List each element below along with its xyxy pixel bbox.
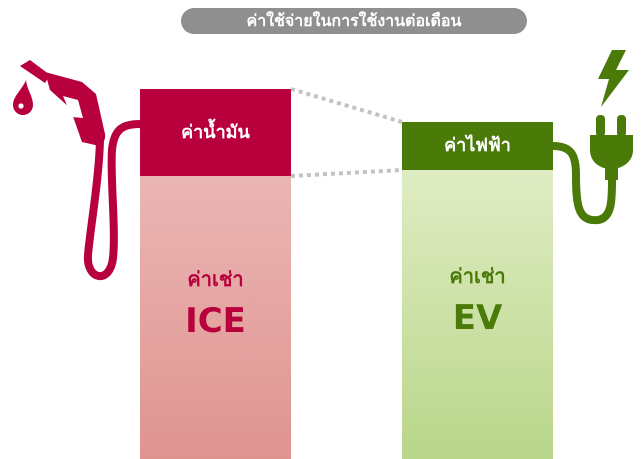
fuel-pump-nozzle-icon — [20, 60, 144, 281]
plug-prong-right — [617, 115, 626, 137]
power-plug-icon — [549, 115, 633, 225]
cap-connectors — [290, 87, 403, 178]
fuel-hose — [83, 120, 144, 281]
lightning-bolt-icon — [598, 50, 629, 107]
fuel-drop-highlight — [18, 103, 24, 109]
nozzle-spout — [20, 60, 50, 83]
ice-rent-label: ค่าเช่า — [187, 266, 244, 291]
plug-neck — [605, 166, 618, 180]
nozzle-trigger — [63, 96, 83, 118]
diagram-title: ค่าใช้จ่ายในการใช้งานต่อเดือน — [181, 8, 527, 34]
fuel-drop-icon — [13, 80, 33, 115]
connector-bottom-line — [290, 168, 403, 178]
ice-cost-bar: ค่าเช่า ICE — [140, 176, 291, 459]
plug-head — [590, 135, 633, 169]
ev-electricity-cost-cap: ค่าไฟฟ้า — [402, 122, 553, 170]
ice-vehicle-label: ICE — [185, 300, 246, 341]
ice-fuel-cost-cap: ค่าน้ำมัน — [140, 89, 291, 176]
ev-rent-label: ค่าเช่า — [449, 263, 506, 288]
connector-top-line — [290, 87, 403, 124]
ev-cost-bar: ค่าเช่า EV — [402, 170, 553, 459]
ev-vehicle-label: EV — [452, 297, 503, 338]
plug-cable — [549, 142, 616, 225]
plug-prong-left — [596, 115, 605, 137]
